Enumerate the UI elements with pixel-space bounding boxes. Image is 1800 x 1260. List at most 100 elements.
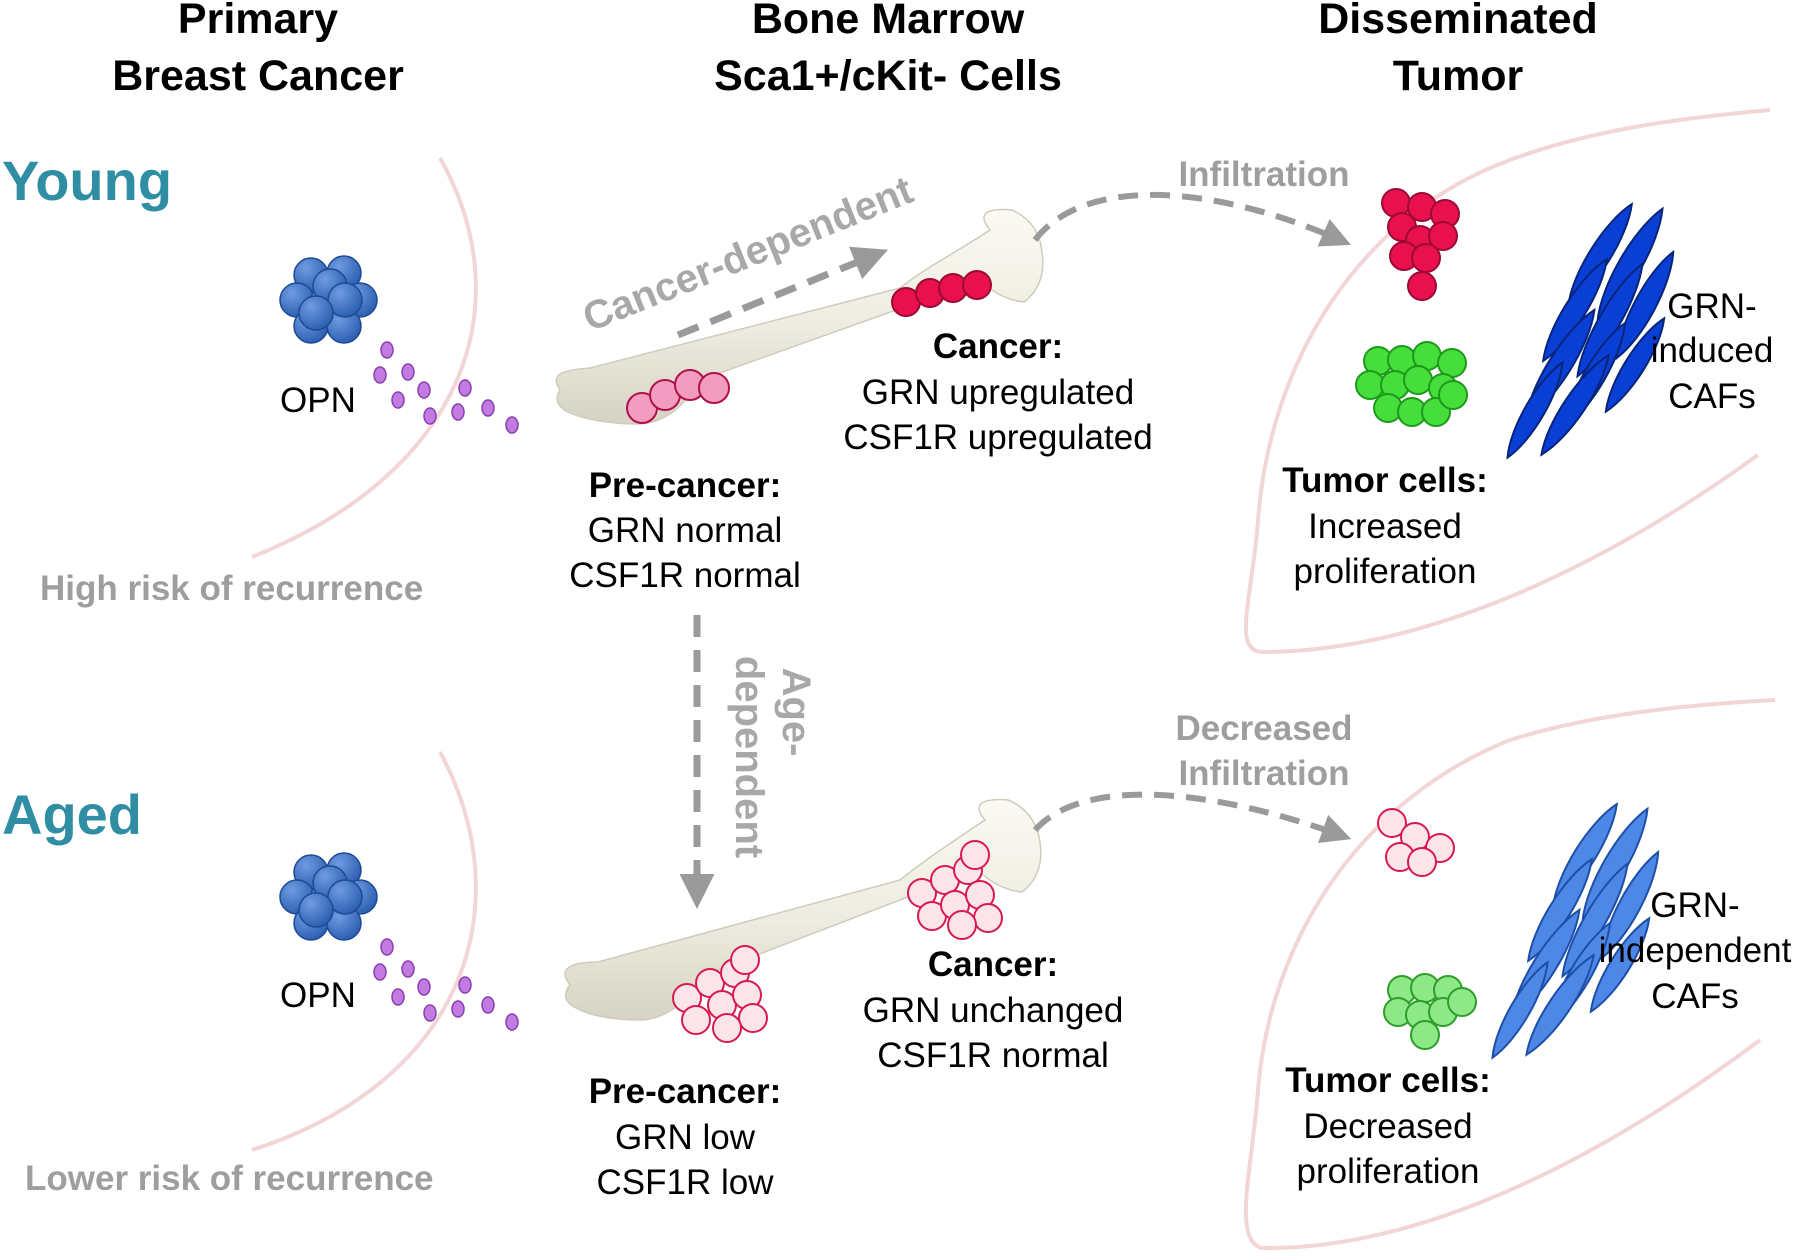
row-label-aged: Aged [2,783,142,846]
infiltration-label-young: Infiltration [1178,155,1349,194]
cafs-line3-aged: CAFs [1651,977,1739,1016]
opn-label-aged: OPN [280,976,356,1015]
primary-tumor-cluster-aged [279,852,378,941]
header-disseminated-line2: Tumor [1393,52,1524,100]
age-dependent-label-line1: Age- [774,668,818,757]
cancer-cell [960,840,990,870]
cancer-cells-aged [907,840,1003,940]
cancer-cells-young [891,270,992,317]
cafs-line1-young: GRN- [1667,287,1756,326]
opn-dot [451,403,465,421]
opn-dot [380,341,394,359]
opn-dot [391,988,405,1006]
tumor-line1-young: Increased [1308,507,1462,546]
cancer-line1-young: GRN upregulated [862,373,1134,412]
precancer-cell [730,945,760,975]
cancer-cell [947,910,977,940]
infiltration-label-aged-line2: Infiltration [1178,754,1349,793]
cancer-cell [962,270,992,300]
age-dependent-label-line2: dependent [727,656,771,858]
opn-dot [458,379,472,397]
infiltrated-cancer-cells-aged [1377,808,1455,877]
tumor-cell [298,295,334,331]
infiltration-arrow-young [1032,191,1351,247]
tumor-cell [1403,365,1433,395]
precancer-cell [681,1005,711,1035]
primary-tissue-outline-young [251,157,478,559]
tumor-cell [1447,987,1477,1017]
opn-label-young: OPN [280,381,356,420]
opn-dots-aged [373,938,519,1031]
caf-cell [1540,353,1610,457]
risk-label-aged: Lower risk of recurrence [25,1159,434,1198]
cafs-line3-young: CAFs [1668,377,1756,416]
opn-dots-young [373,341,519,434]
header-bone-marrow-line1: Bone Marrow [752,0,1025,43]
opn-dot [417,978,431,996]
precancer-title-aged: Pre-cancer: [589,1072,782,1111]
cafs-line2-young: induced [1651,331,1774,370]
opn-dot [373,366,387,384]
opn-dot [401,363,415,381]
disseminated-tissue-top-young [1509,108,1771,162]
infiltrated-cell [1407,847,1437,877]
opn-dot [458,976,472,994]
tumor-cell [1437,348,1467,378]
opn-dot [417,381,431,399]
tumor-line2-aged: proliferation [1297,1152,1480,1191]
infiltrated-cell [1377,808,1407,838]
cafs-line1-aged: GRN- [1650,886,1739,925]
opn-dot [423,1004,437,1022]
row-label-young: Young [2,149,172,212]
caf-cell [1589,916,1651,1014]
opn-dot [423,407,437,425]
infiltrated-cell [1411,243,1441,273]
cancer-line2-young: CSF1R upregulated [843,418,1152,457]
tumor-cell [298,892,334,928]
opn-dot [505,416,519,434]
precancer-line1-aged: GRN low [615,1118,756,1157]
cancer-line1-aged: GRN unchanged [863,991,1124,1030]
primary-tissue-outline-aged [251,751,478,1152]
opn-dot [505,1013,519,1031]
header-bone-marrow-line2: Sca1+/cKit- Cells [714,52,1062,100]
opn-dot [380,938,394,956]
disseminated-tissue-top-aged [1509,698,1776,742]
precancer-line2-aged: CSF1R low [597,1163,775,1202]
tumor-cell [1355,370,1385,400]
cancer-line2-aged: CSF1R normal [877,1036,1108,1075]
precancer-cell [698,372,730,404]
infiltrated-cancer-cells-young [1381,188,1460,301]
header-disseminated-line1: Disseminated [1318,0,1598,43]
risk-label-young: High risk of recurrence [40,569,423,608]
precancer-cells-young [626,369,730,424]
tumor-line2-young: proliferation [1294,552,1477,591]
cafs-line2-aged: independent [1599,931,1792,970]
caf-cell [1525,953,1595,1057]
precancer-cell [738,1003,768,1033]
infiltrated-cell [1407,271,1437,301]
precancer-title-young: Pre-cancer: [589,466,782,505]
infiltration-arrow-aged [1032,791,1352,844]
disseminated-tissue-outline-aged [1243,738,1762,1251]
cancer-dependent-arrow [676,246,888,339]
precancer-line2-young: CSF1R normal [569,556,800,595]
header-primary-line2: Breast Cancer [112,52,404,100]
bone-aged [564,798,1042,1021]
tumor-line1-aged: Decreased [1303,1107,1472,1146]
caf-cell [1506,360,1564,460]
cancer-title-young: Cancer: [933,327,1063,366]
opn-dot [373,963,387,981]
infiltration-label-aged-line1: Decreased [1175,709,1352,748]
tumor-title-young: Tumor cells: [1282,461,1488,500]
precancer-line1-young: GRN normal [588,511,782,550]
bone-young [555,208,1044,425]
tumor-cell [1438,380,1468,410]
opn-dot [481,399,495,417]
tumor-cells-aged [1383,973,1477,1050]
cafs-aged [1491,802,1660,1060]
cancer-title-aged: Cancer: [928,945,1058,984]
opn-dot [481,996,495,1014]
